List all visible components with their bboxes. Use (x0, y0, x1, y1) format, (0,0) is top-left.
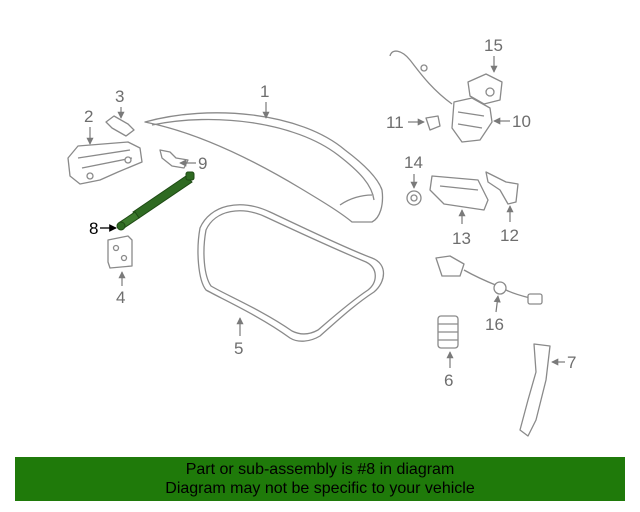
svg-text:13: 13 (452, 229, 471, 248)
svg-text:3: 3 (115, 87, 124, 106)
part-1-trunk-lid (144, 112, 384, 223)
svg-text:2: 2 (84, 107, 93, 126)
part-2-hinge (67, 141, 143, 185)
part-16-release-cable (435, 255, 543, 305)
part-15-actuator (467, 73, 503, 105)
part-9-clip (159, 149, 189, 169)
svg-text:1: 1 (260, 82, 269, 101)
banner-line-1: Part or sub-assembly is #8 in diagram (185, 461, 455, 478)
svg-text:7: 7 (567, 353, 576, 372)
svg-text:16: 16 (485, 315, 504, 334)
callout-labels: 1 2 3 4 5 6 7 8 9 10 11 12 13 14 15 16 (84, 36, 576, 390)
svg-text:5: 5 (234, 339, 243, 358)
svg-text:10: 10 (512, 112, 531, 131)
part-3-bracket (105, 115, 135, 137)
part-11-bolt (425, 115, 441, 131)
info-banner: Part or sub-assembly is #8 in diagram Di… (15, 457, 625, 501)
part-8-lift-support (116, 171, 195, 231)
svg-text:6: 6 (444, 371, 453, 390)
part-10-latch (389, 50, 493, 143)
part-5-weatherstrip (197, 204, 385, 342)
svg-text:9: 9 (198, 154, 207, 173)
svg-text:11: 11 (386, 113, 404, 132)
banner-line-2: Diagram may not be specific to your vehi… (165, 480, 475, 497)
part-13-striker (429, 175, 489, 211)
part-12-bracket (485, 171, 519, 205)
part-14-bumper (406, 190, 422, 206)
part-4-bracket (107, 235, 133, 269)
svg-text:12: 12 (500, 226, 519, 245)
svg-text:14: 14 (404, 153, 423, 172)
svg-text:4: 4 (116, 288, 125, 307)
svg-text:15: 15 (484, 36, 503, 55)
part-6-bumper (437, 315, 459, 349)
part-7-trim (519, 343, 551, 437)
svg-text:8: 8 (89, 219, 98, 238)
